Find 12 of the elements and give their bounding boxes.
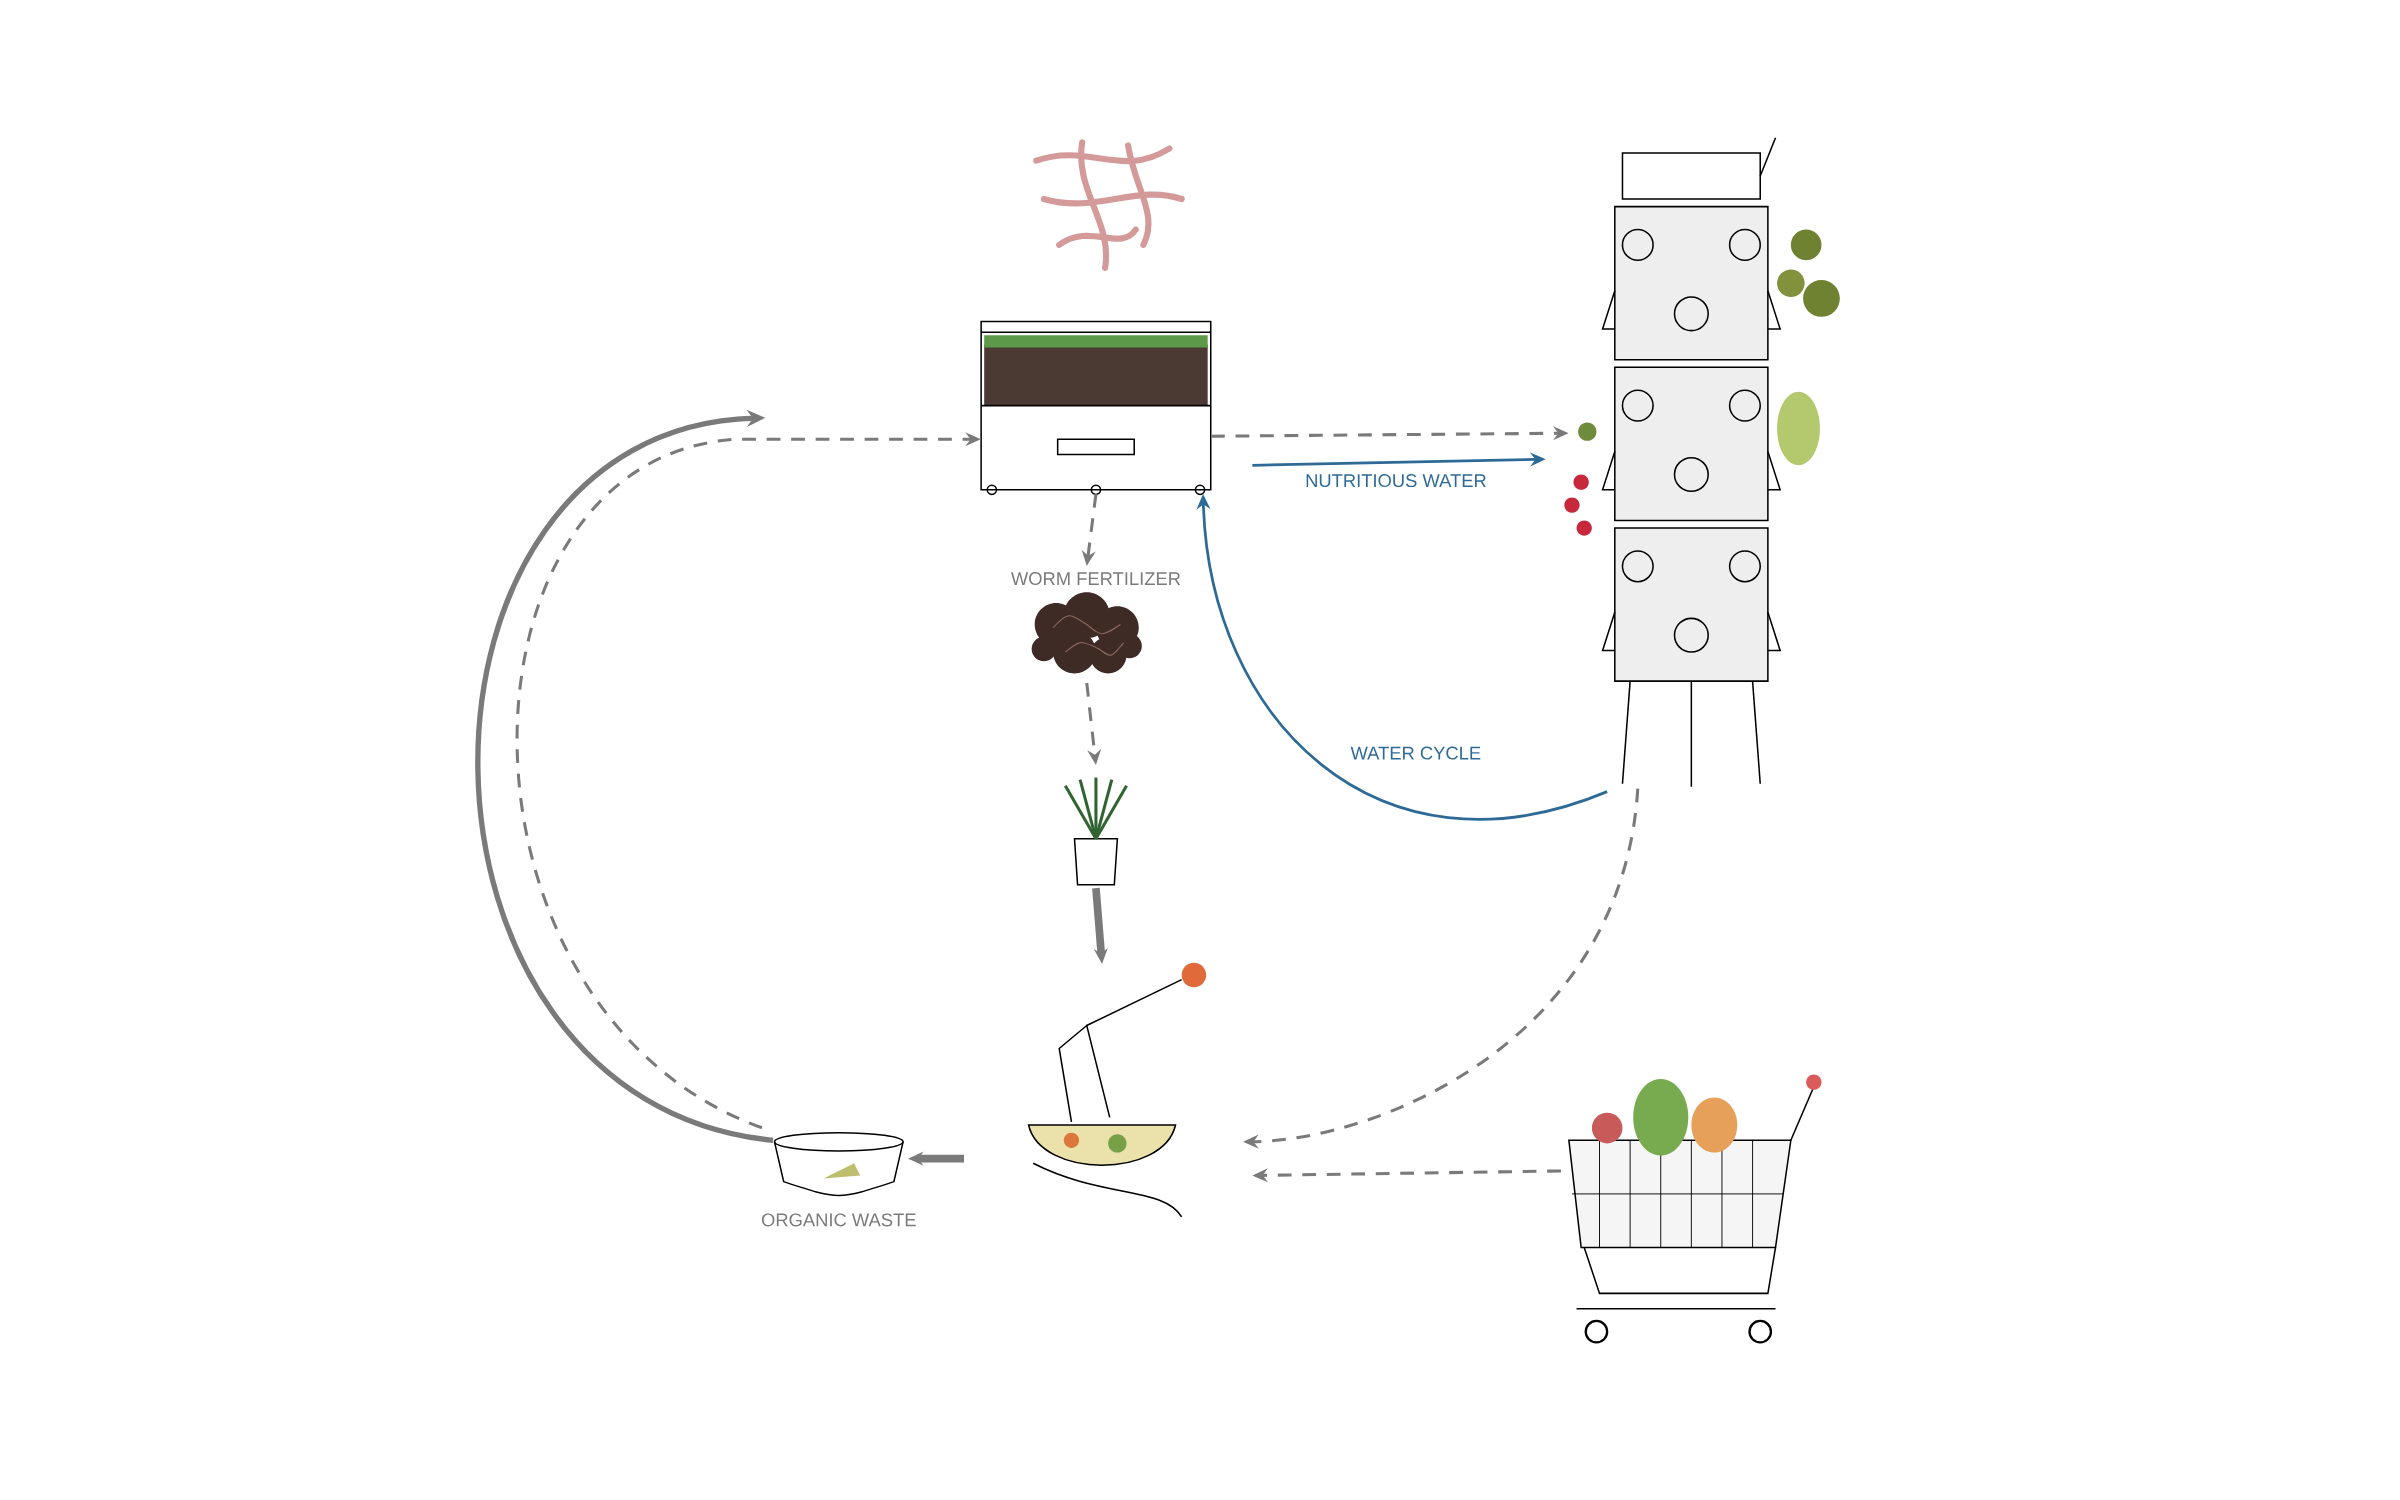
potted-plant-drawing (1064, 777, 1128, 886)
tower-garden-drawing (1564, 137, 1840, 788)
fertilizer-drawing (1031, 592, 1142, 674)
shopping-cart-drawing (1568, 1074, 1822, 1344)
edge-label: NUTRITIOUS WATER (1303, 472, 1489, 489)
waste-bowl-drawing (773, 1131, 904, 1197)
salad-bowl-drawing (1027, 962, 1207, 1218)
worms-drawing (1033, 139, 1185, 271)
edge-label: WATER CYCLE (1349, 745, 1483, 762)
caption-label: WORM FERTILIZER (1010, 572, 1181, 586)
worm-bin-drawing (980, 320, 1212, 496)
caption-label: ORGANIC WASTE (761, 1213, 916, 1227)
